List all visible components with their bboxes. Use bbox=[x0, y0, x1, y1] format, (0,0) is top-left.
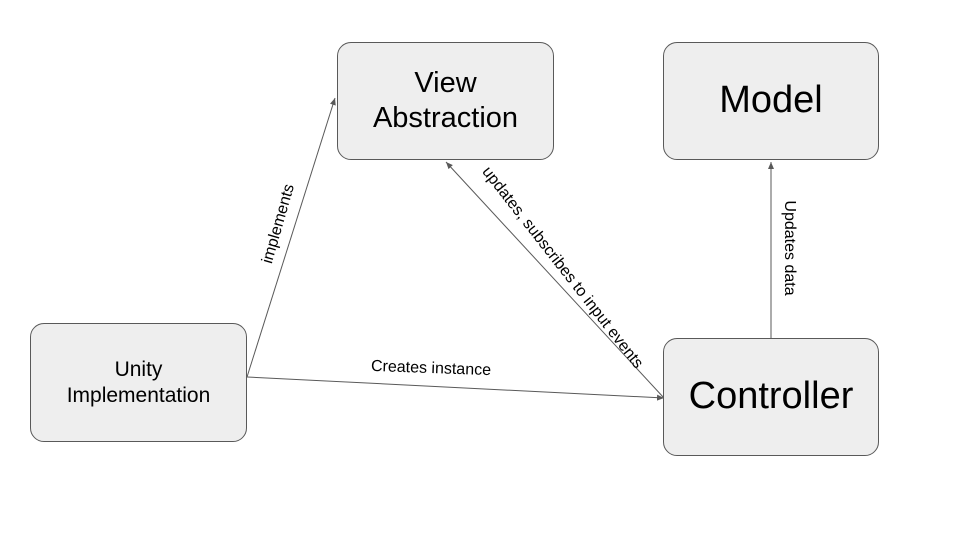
node-view-abstraction-label: View Abstraction bbox=[372, 67, 519, 134]
node-model: Model bbox=[663, 42, 879, 160]
edge-creates-instance bbox=[246, 376, 665, 401]
edge-label-updates-data: Updates data bbox=[781, 200, 798, 296]
node-controller: Controller bbox=[663, 338, 879, 456]
node-view-abstraction: View Abstraction bbox=[337, 42, 554, 160]
node-unity-implementation-label: Unity Implementation bbox=[66, 358, 211, 407]
edge-implements bbox=[246, 97, 336, 378]
node-unity-implementation: Unity Implementation bbox=[30, 323, 247, 442]
edge-updates-subscribes bbox=[445, 161, 665, 399]
node-model-label: Model bbox=[719, 79, 823, 122]
node-controller-label: Controller bbox=[688, 375, 854, 418]
